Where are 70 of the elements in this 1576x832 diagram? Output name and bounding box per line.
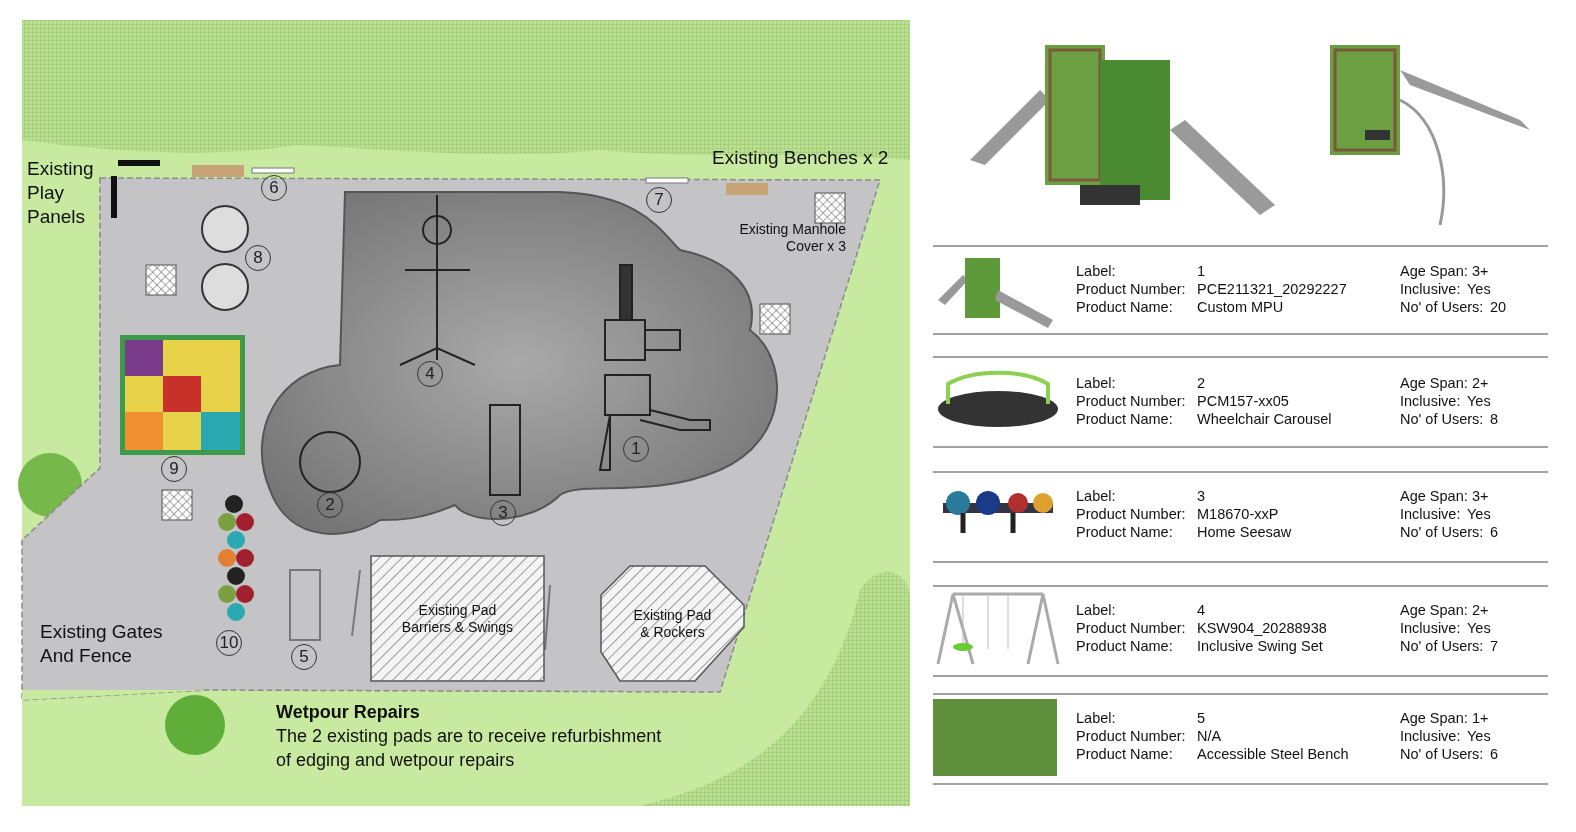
field-label: Product Name:	[1076, 298, 1173, 316]
field-value: 2+	[1472, 374, 1489, 392]
field-value: Home Seesaw	[1197, 523, 1292, 541]
field-label: Label:	[1076, 487, 1116, 505]
field-label: Label:	[1076, 709, 1116, 727]
plan-note: Existing Gates And Fence	[40, 620, 164, 668]
field-label: No' of Users:	[1400, 745, 1484, 763]
field-value: Accessible Steel Bench	[1197, 745, 1349, 763]
field-label: Product Number:	[1076, 619, 1186, 637]
field-value: N/A	[1197, 727, 1222, 745]
plan-note: Existing Manhole Cover x 3	[738, 221, 846, 255]
field-label: Age Span:	[1400, 487, 1468, 505]
field-label: Product Number:	[1076, 280, 1186, 298]
field-label: Age Span:	[1400, 601, 1468, 619]
field-value: 8	[1490, 410, 1499, 428]
field-value: 3+	[1472, 487, 1489, 505]
field-label: Inclusive:	[1400, 392, 1461, 410]
field-value: 2	[1197, 374, 1206, 392]
field-value: Wheelchair Carousel	[1197, 410, 1332, 428]
field-value: 1+	[1472, 709, 1489, 727]
field-label: Age Span:	[1400, 262, 1468, 280]
field-value: Custom MPU	[1197, 298, 1284, 316]
field-label: Product Number:	[1076, 727, 1186, 745]
field-value: Yes	[1467, 505, 1491, 523]
field-label: Product Number:	[1076, 505, 1186, 523]
field-label: Product Name:	[1076, 410, 1173, 428]
plan-note: Existing Play Panels	[27, 157, 95, 229]
field-value: M18670-xxP	[1197, 505, 1279, 523]
field-value: KSW904_20288938	[1197, 619, 1327, 637]
note-heading: Wetpour Repairs	[276, 701, 421, 724]
field-label: Inclusive:	[1400, 280, 1461, 298]
field-value: 2+	[1472, 601, 1489, 619]
field-label: No' of Users:	[1400, 637, 1484, 655]
field-label: Inclusive:	[1400, 619, 1461, 637]
pad-label: Existing Pad Barriers & Swings	[400, 601, 515, 636]
pad-label: Existing Pad & Rockers	[632, 606, 713, 641]
field-label: Product Name:	[1076, 637, 1173, 655]
plan-note: Existing Benches x 2	[712, 146, 890, 170]
hatched-pad	[370, 555, 545, 682]
field-value: Yes	[1467, 619, 1491, 637]
field-value: Inclusive Swing Set	[1197, 637, 1323, 655]
field-label: Age Span:	[1400, 709, 1468, 727]
field-value: 6	[1490, 745, 1499, 763]
field-value: 3	[1197, 487, 1206, 505]
field-value: 1	[1197, 262, 1206, 280]
field-label: Product Name:	[1076, 745, 1173, 763]
field-label: No' of Users:	[1400, 523, 1484, 541]
field-value: 5	[1197, 709, 1206, 727]
field-value: 4	[1197, 601, 1206, 619]
field-label: Age Span:	[1400, 374, 1468, 392]
field-label: Product Name:	[1076, 523, 1173, 541]
field-value: Yes	[1467, 280, 1491, 298]
field-label: Label:	[1076, 601, 1116, 619]
field-value: 6	[1490, 523, 1499, 541]
field-value: PCM157-xx05	[1197, 392, 1289, 410]
field-label: Inclusive:	[1400, 505, 1461, 523]
field-value: 3+	[1472, 262, 1489, 280]
field-label: No' of Users:	[1400, 410, 1484, 428]
field-label: Label:	[1076, 374, 1116, 392]
field-value: PCE211321_20292227	[1197, 280, 1347, 298]
hatched-octagon-pad	[600, 565, 745, 682]
field-value: Yes	[1467, 727, 1491, 745]
field-value: 20	[1490, 298, 1507, 316]
field-label: Inclusive:	[1400, 727, 1461, 745]
field-label: No' of Users:	[1400, 298, 1484, 316]
note-text: The 2 existing pads are to receive refurbishment of edging and wetpour repairs	[276, 725, 663, 772]
field-value: 7	[1490, 637, 1499, 655]
field-label: Product Number:	[1076, 392, 1186, 410]
field-label: Label:	[1076, 262, 1116, 280]
field-value: Yes	[1467, 392, 1491, 410]
